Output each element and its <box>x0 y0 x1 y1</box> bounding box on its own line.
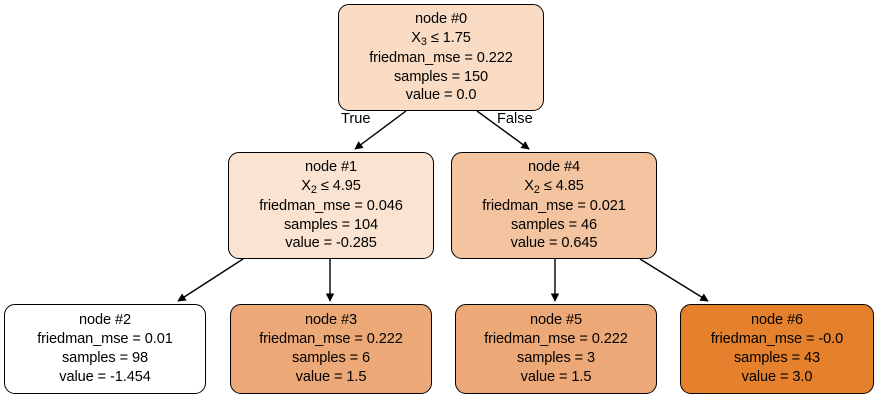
tree-node-node-6[interactable]: node #6 friedman_mse = -0.0 samples = 43… <box>680 304 874 394</box>
node-1-condition-subscript: 2 <box>310 183 317 196</box>
node-5-title: node #5 <box>529 312 583 329</box>
node-1-condition-rest: ≤ 4.95 <box>316 177 361 194</box>
node-5-criterion: friedman_mse = 0.222 <box>484 331 628 348</box>
node-0-condition: X3 ≤ 1.75 <box>411 29 471 49</box>
tree-node-node-0[interactable]: node #0 X3 ≤ 1.75 friedman_mse = 0.222 s… <box>338 4 544 111</box>
tree-node-node-1[interactable]: node #1 X2 ≤ 4.95 friedman_mse = 0.046 s… <box>228 152 434 259</box>
node-3-samples: samples = 6 <box>292 350 370 366</box>
node-4-title: node #4 <box>527 158 581 175</box>
node-4-condition-rest: ≤ 4.85 <box>539 177 584 194</box>
tree-node-node-4[interactable]: node #4 X2 ≤ 4.85 friedman_mse = 0.021 s… <box>451 152 657 259</box>
edge-label-false: False <box>497 111 533 127</box>
node-2-samples: samples = 98 <box>61 350 148 366</box>
node-0-criterion: friedman_mse = 0.222 <box>369 49 513 66</box>
node-4-criterion: friedman_mse = 0.021 <box>482 197 626 214</box>
node-5-samples: samples = 3 <box>517 350 595 366</box>
node-1-condition-var: X <box>301 177 311 194</box>
tree-node-node-5[interactable]: node #5 friedman_mse = 0.222 samples = 3… <box>455 304 657 394</box>
node-6-samples: samples = 43 <box>733 350 820 366</box>
edge-label-true: True <box>341 111 371 127</box>
node-0-condition-rest: ≤ 1.75 <box>426 29 471 46</box>
node-3-criterion: friedman_mse = 0.222 <box>259 331 403 348</box>
edge-node1-node2 <box>177 258 244 302</box>
node-2-title: node #2 <box>78 312 132 329</box>
node-4-condition: X2 ≤ 4.85 <box>524 177 584 197</box>
node-6-title: node #6 <box>750 312 804 329</box>
node-4-condition-subscript: 2 <box>533 183 540 196</box>
node-1-samples: samples = 104 <box>283 216 379 233</box>
node-1-title: node #1 <box>304 158 358 175</box>
node-6-criterion: friedman_mse = -0.0 <box>710 331 844 348</box>
edge-node4-node6 <box>639 258 709 302</box>
node-0-title: node #0 <box>414 10 468 27</box>
node-1-criterion: friedman_mse = 0.046 <box>259 197 403 214</box>
node-4-value: value = 0.645 <box>510 235 598 252</box>
node-3-title: node #3 <box>304 312 358 329</box>
node-2-value: value = -1.454 <box>59 368 151 385</box>
node-2-criterion: friedman_mse = 0.01 <box>37 331 173 348</box>
node-4-samples: samples = 46 <box>510 216 597 233</box>
node-1-condition: X2 ≤ 4.95 <box>301 177 361 197</box>
node-1-value: value = -0.285 <box>285 235 377 252</box>
node-3-value: value = 1.5 <box>295 368 367 385</box>
node-0-condition-subscript: 3 <box>420 35 427 48</box>
tree-node-node-2[interactable]: node #2 friedman_mse = 0.01 samples = 98… <box>4 304 206 394</box>
node-5-value: value = 1.5 <box>520 368 592 385</box>
tree-node-node-3[interactable]: node #3 friedman_mse = 0.222 samples = 6… <box>230 304 432 394</box>
node-0-condition-var: X <box>411 29 421 46</box>
node-6-value: value = 3.0 <box>741 368 813 385</box>
node-0-value: value = 0.0 <box>405 87 477 104</box>
node-4-condition-var: X <box>524 177 534 194</box>
node-0-samples: samples = 150 <box>393 68 489 85</box>
